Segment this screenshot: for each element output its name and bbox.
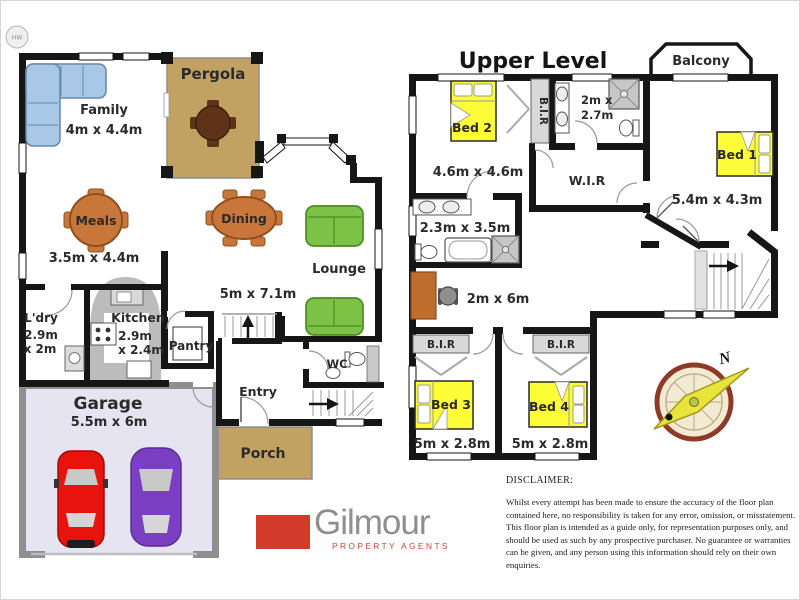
wc-fixtures xyxy=(325,345,380,383)
disclaimer-title: DISCLAIMER: xyxy=(506,475,574,486)
entry-label: Entry xyxy=(239,384,277,399)
porch-area xyxy=(217,426,313,480)
hallway-dims: 2m x 6m xyxy=(467,292,530,307)
family-sofa-icon xyxy=(25,63,107,147)
ensuite-dims-1: 2m x xyxy=(581,93,613,107)
ensuite-fixtures xyxy=(554,78,640,137)
red-car-icon xyxy=(54,450,108,548)
hw-label: HW xyxy=(12,35,23,42)
bed4-label: Bed 4 xyxy=(529,399,569,414)
ensuite-dims-2: 2.7m xyxy=(581,108,613,122)
compass: N xyxy=(653,349,750,442)
wir-label: W.I.R xyxy=(569,173,606,188)
lounge-label: Lounge xyxy=(312,262,366,277)
pergola-area: Pergola xyxy=(161,52,263,179)
bed3-dims: 5m x 2.8m xyxy=(414,437,491,452)
logo-red-square-icon xyxy=(256,515,310,549)
stove-icon xyxy=(90,322,117,346)
entry-stairs xyxy=(222,313,277,342)
family-label: Family xyxy=(80,103,128,118)
compass-needle xyxy=(653,367,750,430)
bay-window xyxy=(262,134,356,165)
garage-dims: 5.5m x 6m xyxy=(71,415,148,430)
bed4-dims: 5m x 2.8m xyxy=(512,437,589,452)
washing-machine-icon xyxy=(64,345,85,372)
bed1-dims: 5.4m x 4.3m xyxy=(672,193,763,208)
hot-water-unit: HW xyxy=(5,25,29,49)
bir-bed3-label: B.I.R xyxy=(427,339,455,351)
laundry-label: L'dry xyxy=(24,311,58,325)
north-label: N xyxy=(716,349,734,369)
lounge-dims: 5m x 7.1m xyxy=(220,287,297,302)
bed2-icon: Bed 2 xyxy=(450,80,497,142)
kitchen-dims-2: x 2.4m xyxy=(118,343,164,357)
bed1-label: Bed 1 xyxy=(717,147,757,162)
upper-floor: Upper Level Balcony xyxy=(408,42,779,461)
bir-bed4: B.I.R xyxy=(532,334,590,376)
upper-level-title: Upper Level xyxy=(459,49,608,74)
lower-stairs xyxy=(309,390,374,417)
lounge-sofa-bottom-icon xyxy=(305,297,364,336)
disclaimer-block: DISCLAIMER: Whilst every attempt has bee… xyxy=(506,475,799,572)
disclaimer-body: Whilst every attempt has been made to en… xyxy=(506,497,796,570)
bathroom-fixtures xyxy=(412,198,520,264)
dishwasher-icon xyxy=(126,360,152,379)
pantry-shelf xyxy=(172,326,203,361)
kitchen-label: Kitchen xyxy=(111,310,165,325)
bed2-dims: 4.6m x 4.6m xyxy=(433,165,524,180)
family-dims: 4m x 4.4m xyxy=(66,123,143,138)
dining-label: Dining xyxy=(221,211,267,226)
bed1-icon: Bed 1 xyxy=(716,131,774,177)
meals-dims: 3.5m x 4.4m xyxy=(49,251,140,266)
bathroom-dims: 2.3m x 3.5m xyxy=(420,221,511,236)
logo-brand: Gilmour xyxy=(314,503,431,542)
desk-icon xyxy=(410,271,458,320)
bed2-label: Bed 2 xyxy=(452,120,492,135)
balcony-label: Balcony xyxy=(672,54,730,69)
upper-stairs xyxy=(694,250,770,310)
kitchen-counter xyxy=(90,277,161,382)
bir-bed4-label: B.I.R xyxy=(547,339,575,351)
bed3-icon: Bed 3 xyxy=(414,380,474,430)
balcony-area: Balcony xyxy=(649,42,753,77)
lounge-sofa-top-icon xyxy=(305,205,364,247)
pergola-label: Pergola xyxy=(181,65,246,83)
bir-bed2-label: B.I.R xyxy=(537,97,549,125)
laundry-dims-2: x 2m xyxy=(24,342,57,356)
dining-table-icon xyxy=(205,189,283,247)
bir-bed3: B.I.R xyxy=(412,334,470,376)
bir-bed2: B.I.R xyxy=(506,78,550,144)
laundry-dims-1: 2.9m xyxy=(24,328,58,342)
purple-car-icon xyxy=(130,447,182,547)
ground-windows xyxy=(18,52,383,427)
ground-floor: Pergola xyxy=(5,25,384,558)
meals-label: Meals xyxy=(75,213,116,228)
bed1-double-doors xyxy=(656,194,700,243)
bed3-label: Bed 3 xyxy=(431,397,471,412)
bed4-icon: Bed 4 xyxy=(528,381,588,428)
garage-area xyxy=(19,382,219,558)
wc-label: WC xyxy=(326,357,347,371)
porch-label: Porch xyxy=(240,446,285,462)
kitchen-dims-1: 2.9m xyxy=(118,329,152,343)
logo-tagline: PROPERTY AGENTS xyxy=(332,541,450,551)
outdoor-table-icon xyxy=(190,100,236,147)
upper-windows xyxy=(408,73,736,461)
meals-table-icon xyxy=(63,188,129,253)
pantry-label: Pantry xyxy=(169,339,214,353)
garage-label: Garage xyxy=(74,394,143,414)
